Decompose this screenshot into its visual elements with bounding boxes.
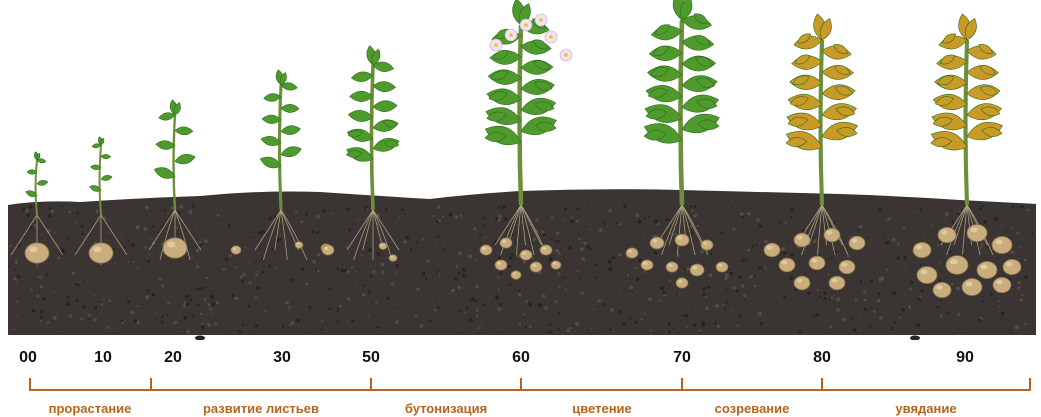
stage-label-senescence: увядание: [895, 401, 956, 416]
potato-tuber: [917, 267, 937, 284]
potato-tuber: [839, 260, 855, 274]
potato-tuber: [322, 245, 334, 255]
potato-tuber: [650, 237, 664, 249]
potato-tuber: [962, 279, 982, 296]
potato-tuber: [779, 258, 795, 272]
bbch-code-50: 50: [362, 349, 380, 367]
potato-tuber: [913, 242, 931, 257]
bbch-code-70: 70: [673, 349, 691, 367]
potato-tuber: [829, 276, 845, 290]
bbch-code-30: 30: [273, 349, 291, 367]
potato-tuber: [666, 262, 678, 272]
potato-tuber: [25, 243, 49, 263]
potato-tuber: [511, 271, 521, 280]
potato-tuber: [389, 255, 397, 262]
potato-tuber: [1003, 259, 1021, 274]
potato-tuber: [500, 238, 512, 248]
stage-label-flowering: цветение: [572, 401, 632, 416]
potato-tuber: [946, 256, 968, 275]
bbch-code-20: 20: [164, 349, 182, 367]
stage-label-budding: бутонизация: [405, 401, 487, 416]
bbch-code-00: 00: [19, 349, 37, 367]
bbch-code-60: 60: [512, 349, 530, 367]
potato-tuber: [809, 256, 825, 270]
potato-tuber: [993, 277, 1011, 292]
stage-label-sprouting: прорастание: [49, 401, 132, 416]
potato-tuber: [794, 233, 810, 247]
potato-tuber: [977, 262, 997, 279]
potato-tuber: [933, 282, 951, 297]
potato-tuber: [495, 260, 507, 270]
stage-timeline-scale: [0, 370, 1041, 400]
potato-tuber: [520, 250, 532, 260]
potato-tuber: [764, 243, 780, 257]
potato-tuber: [231, 246, 241, 255]
potato-tuber: [701, 240, 713, 250]
stage-label-leaf-development: развитие листьев: [203, 401, 319, 416]
potato-tuber: [163, 238, 187, 258]
potato-tuber: [849, 236, 865, 250]
bbch-code-10: 10: [94, 349, 112, 367]
potato-tuber: [716, 262, 728, 272]
potato-growth-illustration: [0, 0, 1041, 340]
potato-tuber: [540, 245, 552, 255]
stage-label-ripening: созревание: [715, 401, 790, 416]
potato-tuber: [295, 242, 303, 249]
potato-tuber: [530, 262, 542, 272]
potato-tuber: [794, 276, 810, 290]
potato-tuber: [992, 237, 1012, 254]
potato-tuber: [675, 234, 689, 246]
potato-tuber: [676, 278, 688, 288]
potato-tuber: [824, 228, 840, 242]
potato-tuber: [690, 264, 704, 276]
potato-tuber: [626, 248, 638, 258]
bbch-code-90: 90: [956, 349, 974, 367]
bbch-code-80: 80: [813, 349, 831, 367]
potato-tuber: [89, 243, 113, 263]
potato-tuber: [967, 225, 987, 242]
potato-tuber: [551, 261, 561, 270]
potato-tuber: [480, 245, 492, 255]
potato-tuber: [938, 227, 956, 242]
potato-tuber: [379, 243, 387, 250]
potato-tuber: [641, 260, 653, 270]
